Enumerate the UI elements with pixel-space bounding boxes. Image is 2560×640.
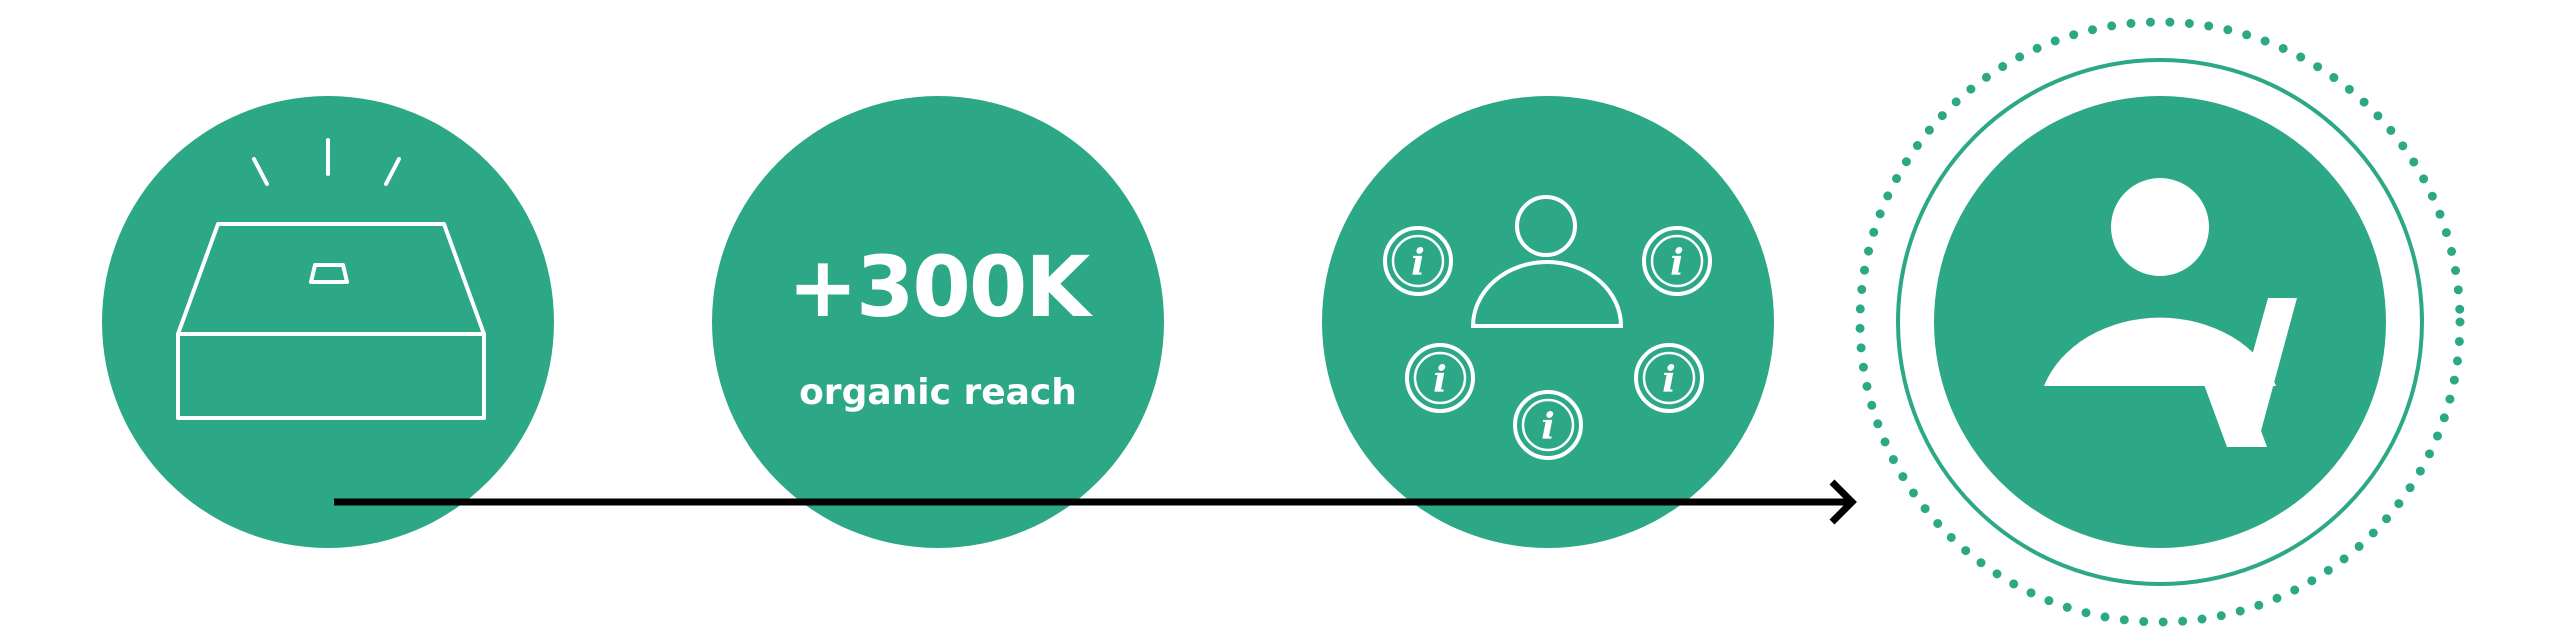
step-info-network: i i i i i xyxy=(1322,96,1774,548)
info-badge: i xyxy=(1513,390,1583,460)
person-info-network-icon: i i i i i xyxy=(1383,195,1712,460)
step-open-box xyxy=(102,96,554,548)
info-badge: i xyxy=(1634,343,1704,413)
info-glyph: i xyxy=(1411,242,1425,284)
person-signing-icon xyxy=(2044,178,2297,447)
step-circle xyxy=(1322,96,1774,548)
reach-label: organic reach xyxy=(799,372,1077,413)
info-badge: i xyxy=(1405,343,1475,413)
info-badge: i xyxy=(1642,226,1712,296)
info-glyph: i xyxy=(1670,242,1684,284)
person-head xyxy=(1515,195,1577,257)
open-box-icon xyxy=(176,138,486,420)
person-head xyxy=(2111,178,2209,276)
connector-arrowhead xyxy=(1829,479,1857,525)
dotted-halo xyxy=(1855,17,2465,627)
step-circle xyxy=(712,96,1164,548)
reach-value: +300K xyxy=(788,238,1094,336)
info-glyph: i xyxy=(1662,359,1676,401)
info-glyph: i xyxy=(1433,359,1447,401)
step-customer-signup xyxy=(1855,17,2465,627)
info-glyph: i xyxy=(1541,406,1555,448)
hand xyxy=(2166,333,2216,362)
person-body xyxy=(1470,260,1624,328)
info-badge: i xyxy=(1383,226,1453,296)
step-circle xyxy=(102,96,554,548)
outer-ring xyxy=(1896,58,2424,586)
pen xyxy=(2228,298,2297,442)
arrow-right-icon xyxy=(334,479,1857,525)
step-reach: +300K organic reach xyxy=(712,96,1164,548)
